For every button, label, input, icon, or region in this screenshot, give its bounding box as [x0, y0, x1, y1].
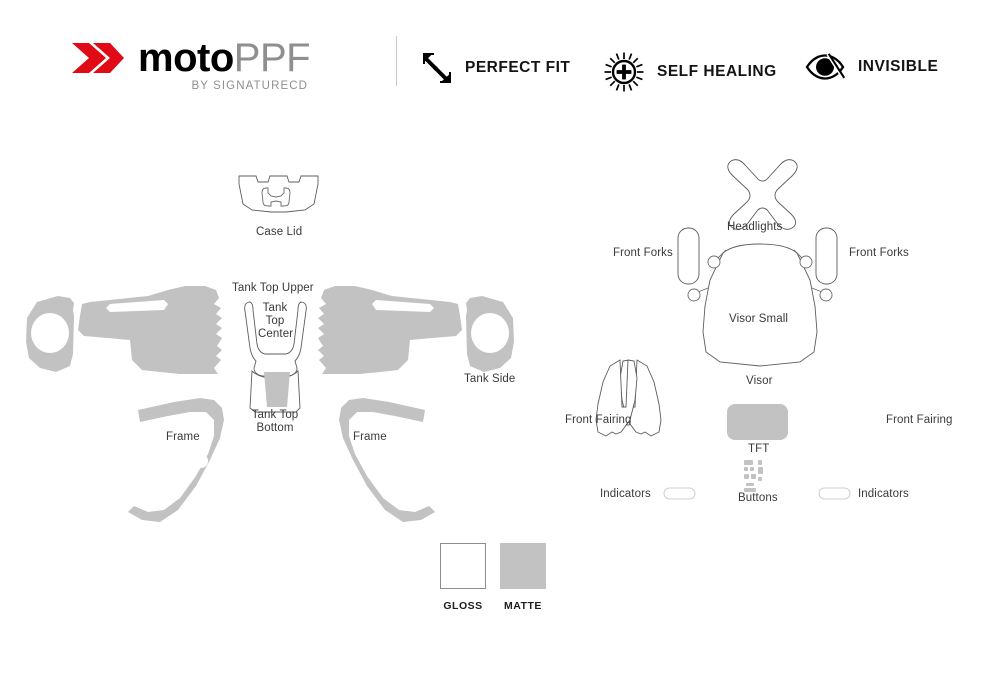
label-frame-right: Frame: [353, 431, 387, 443]
feature-invisible: INVISIBLE: [805, 52, 938, 82]
part-shape-case-lid: [238, 175, 319, 213]
label-tank-side: Tank Side: [464, 373, 516, 385]
label-tank-top-bottom: Tank Top Bottom: [245, 409, 305, 435]
label-indicators-right: Indicators: [858, 488, 909, 500]
label-tank-top-bottom-line-1: Tank Top: [251, 409, 299, 421]
part-shape-tft: [727, 404, 788, 440]
part-shape-visor: [687, 243, 833, 367]
label-tank-top-center-line-1: Tank: [262, 302, 288, 314]
part-shape-buttons: [744, 460, 763, 492]
label-frame-left: Frame: [166, 431, 200, 443]
gloss-color-chip: [440, 543, 486, 589]
feature-perfect-fit: PERFECT FIT: [422, 52, 570, 84]
finish-legend: GLOSS MATTE: [440, 543, 546, 612]
label-visor: Visor: [746, 375, 773, 387]
finish-swatch-gloss: GLOSS: [440, 543, 486, 612]
sunburst-plus-icon: [604, 52, 644, 92]
brand-logo: motoPPF BY SIGNATURECD: [72, 36, 311, 92]
part-shape-indicators-right: [818, 487, 851, 500]
part-shape-tank-side-left: [26, 286, 222, 374]
part-shape-frame-left: [128, 398, 224, 522]
feature-perfect-fit-label: PERFECT FIT: [465, 59, 571, 76]
label-headlights: Headlights: [727, 221, 783, 233]
label-tank-top-center-line-2: Top: [265, 315, 285, 327]
resize-diagonal-arrows-icon: [422, 53, 451, 83]
logo-row: motoPPF: [72, 36, 311, 80]
label-buttons: Buttons: [738, 492, 778, 504]
label-tank-top-center-line-3: Center: [258, 328, 294, 340]
part-shape-tank-top-center: [244, 301, 307, 377]
part-shape-tank-side-right: [318, 286, 514, 374]
label-indicators-left: Indicators: [600, 488, 651, 500]
label-front-forks-left: Front Forks: [613, 247, 673, 259]
label-tank-top-center: Tank Top Center: [258, 302, 294, 341]
finish-swatch-matte: MATTE: [500, 543, 546, 612]
part-shape-front-forks-left: [677, 227, 700, 285]
label-visor-small: Visor Small: [729, 313, 789, 325]
eye-slash-icon: [805, 53, 845, 80]
parts-diagram: Case Lid Tank Top Upper Tank Top Center …: [0, 120, 1000, 700]
feature-self-healing-label: SELF HEALING: [657, 63, 777, 80]
label-tank-top-upper: Tank Top Upper: [232, 282, 314, 294]
part-shape-frame-right: [339, 398, 435, 522]
label-tft: TFT: [748, 443, 770, 455]
gloss-label: GLOSS: [443, 600, 483, 612]
label-front-fairing-left: Front Fairing: [565, 414, 632, 426]
logo-brand-primary: moto: [138, 36, 234, 80]
matte-label: MATTE: [504, 600, 542, 612]
part-shape-front-fairing-right: [595, 359, 638, 437]
label-case-lid: Case Lid: [256, 226, 303, 238]
part-shape-headlights: [727, 159, 798, 230]
part-shape-tank-top-bottom: [264, 372, 290, 407]
label-tank-top-bottom-line-2: Bottom: [256, 422, 294, 434]
part-shape-front-forks-right: [815, 227, 838, 285]
parts-diagram-svg: [26, 159, 851, 522]
header-divider: [396, 36, 397, 86]
label-front-forks-right: Front Forks: [849, 247, 909, 259]
sheet-header: motoPPF BY SIGNATURECD: [0, 0, 1000, 120]
feature-invisible-label: INVISIBLE: [858, 58, 939, 75]
part-shape-indicators-left: [663, 487, 696, 500]
logo-wordmark: motoPPF: [138, 36, 311, 80]
logo-tagline: BY SIGNATURECD: [191, 80, 309, 92]
logo-brand-secondary: PPF: [233, 36, 311, 80]
label-front-fairing-right: Front Fairing: [886, 414, 953, 426]
matte-color-chip: [500, 543, 546, 589]
feature-self-healing: SELF HEALING: [604, 52, 777, 92]
double-chevron-right-icon: [72, 43, 124, 73]
